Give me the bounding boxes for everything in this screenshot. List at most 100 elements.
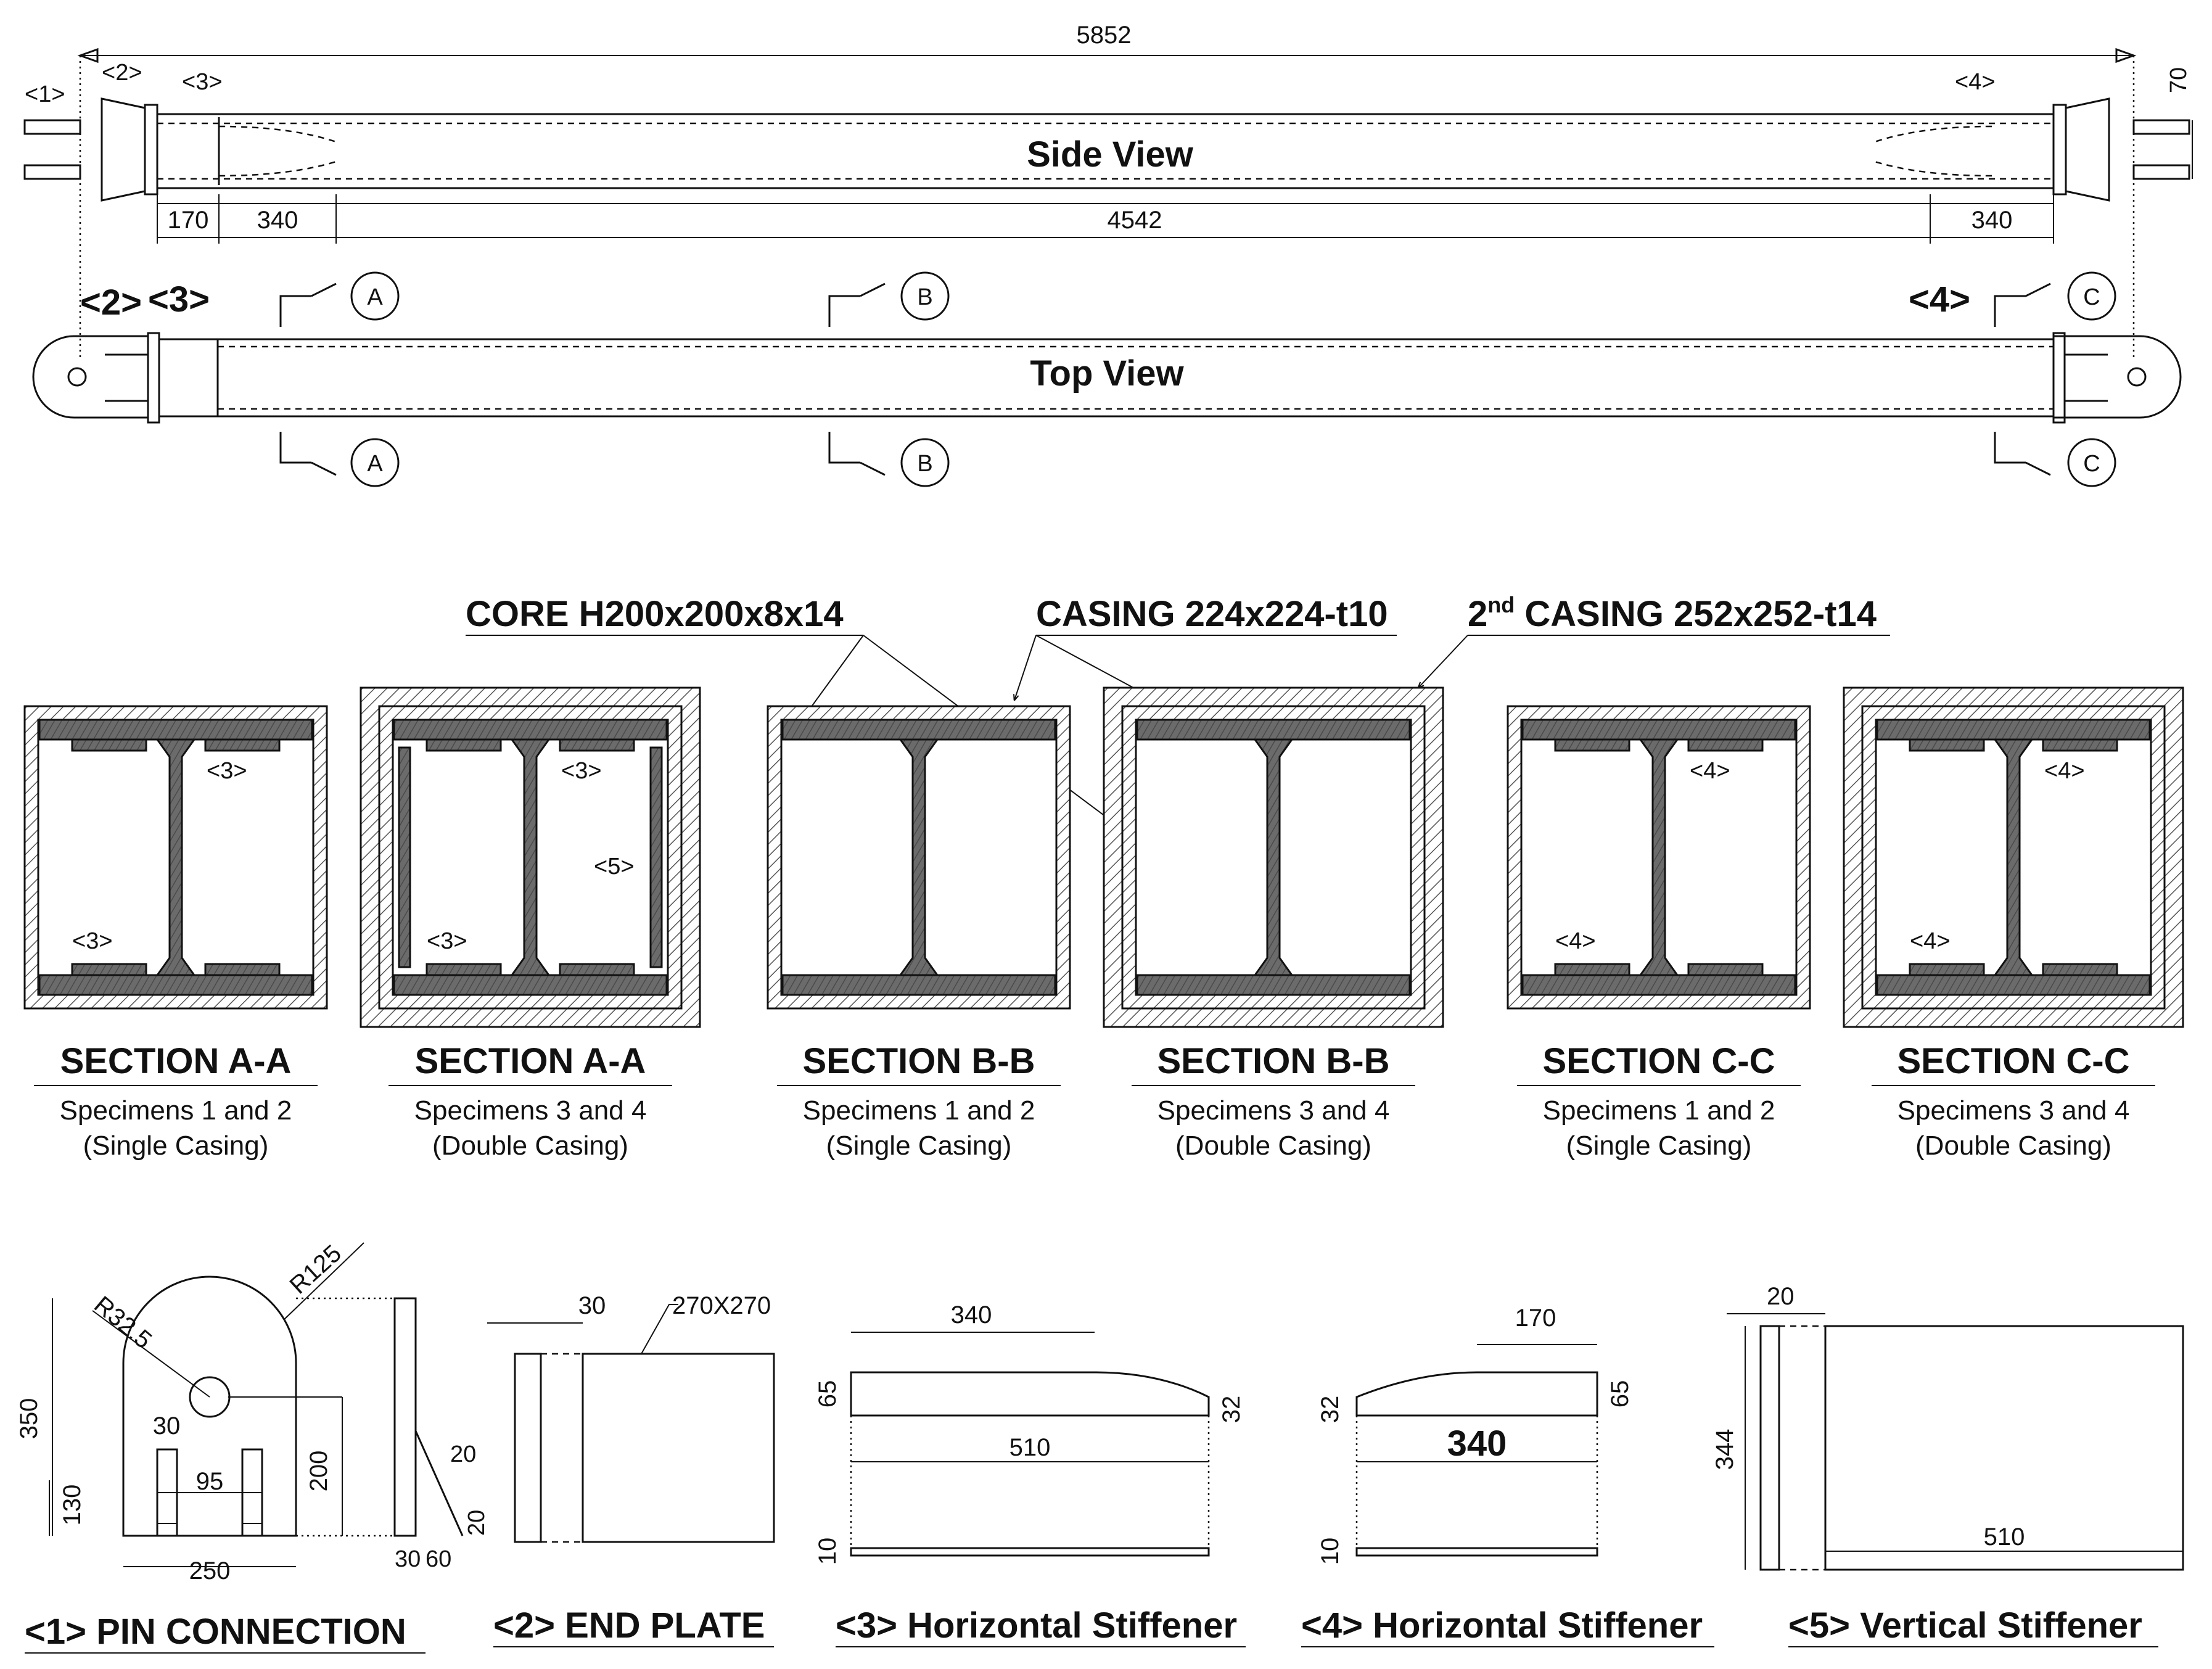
dim-340-left: 340 [257, 207, 298, 234]
end-plate-left [144, 104, 158, 196]
section-vertical-tag: <5> [594, 854, 635, 880]
dim-170: 170 [168, 207, 209, 234]
section-stiffener-tag: <4> [1555, 928, 1596, 954]
dim-4542: 4542 [1108, 207, 1162, 234]
hs3-dim-510: 510 [1009, 1434, 1051, 1461]
hs4-dim-32: 32 [1317, 1396, 1344, 1424]
tag-2-top: <2> [80, 282, 142, 323]
pin-gap-value: 70 [2166, 67, 2192, 93]
casing2-callout: 2nd CASING 252x252-t14 [1468, 592, 1877, 634]
section-specimens: Specimens 1 and 2 [1543, 1095, 1775, 1126]
dim-340-right: 340 [1971, 207, 2013, 234]
casing2-leader [1418, 635, 1468, 688]
section-title: SECTION C-C [1897, 1041, 2130, 1081]
casing-side [156, 113, 2055, 189]
pin-dim-200: 200 [305, 1451, 332, 1492]
section-stiffener-tag: <4> [1690, 758, 1730, 784]
stiffener-curve-left [218, 125, 337, 177]
endplate-size: 270X270 [672, 1292, 771, 1319]
pin-dim-95: 95 [196, 1468, 224, 1495]
dim-arrows [77, 47, 2137, 64]
section-title: SECTION B-B [803, 1041, 1035, 1081]
hs4-dim-170: 170 [1515, 1304, 1556, 1332]
end-plate-right [2052, 104, 2067, 196]
stiffener-curve-right [1874, 125, 1992, 177]
section-specimens: Specimens 3 and 4 [1897, 1095, 2130, 1126]
vs5-caption: <5> Vertical Stiffener [1788, 1605, 2142, 1646]
section-stiffener-tag: <3> [427, 928, 467, 954]
pin-dim-r125: R125 [285, 1240, 347, 1300]
section-casing-type: (Double Casing) [1175, 1131, 1371, 1161]
detail-horizontal-stiffener-4: 170 32 65 340 10 <4> Horizontal Stiffene… [1301, 1304, 1714, 1647]
hs4-caption: <4> Horizontal Stiffener [1301, 1605, 1703, 1646]
section-specimens: Specimens 1 and 2 [60, 1095, 292, 1126]
section-specimens: Specimens 3 and 4 [1157, 1095, 1390, 1126]
pin-caption: <1> PIN CONNECTION [25, 1612, 406, 1652]
top-view: Top View <2> <3> <4> A A B B C [32, 271, 2182, 487]
svg-text:A: A [367, 284, 383, 310]
section-title: SECTION A-A [60, 1041, 292, 1081]
pin-plate-left [32, 335, 148, 419]
endplate-dim-30: 30 [578, 1292, 606, 1319]
core-callout: CORE H200x200x8x14 [466, 594, 844, 634]
pin-dim-30b: 30 [395, 1546, 421, 1572]
tag-4-top: <4> [1909, 279, 1970, 319]
pin-dim-250: 250 [189, 1557, 231, 1585]
section-title: SECTION A-A [415, 1041, 646, 1081]
tag-2-side: <2> [102, 60, 142, 86]
section-marker-b-bottom: B [828, 432, 950, 487]
hs3-dim-10: 10 [814, 1538, 841, 1565]
section-casing-type: (Double Casing) [432, 1131, 628, 1161]
pin-dim-350: 350 [15, 1398, 43, 1440]
pin-rod-top-right [2132, 119, 2190, 135]
section-title: SECTION B-B [1157, 1041, 1390, 1081]
casing-callout: CASING 224x224-t10 [1036, 594, 1388, 634]
section-stiffener-tag: <3> [207, 758, 247, 784]
section-marker-a-bottom: A [279, 432, 400, 487]
section-4: SECTION B-B Specimens 3 and 4 (Double Casi… [1103, 686, 1444, 1161]
pin-rod-top-left [23, 119, 81, 135]
section-specimens: Specimens 1 and 2 [803, 1095, 1035, 1126]
section-title: SECTION C-C [1543, 1041, 1775, 1081]
tag-3-side: <3> [182, 69, 223, 95]
svg-text:A: A [367, 451, 383, 477]
hs3-dim-65: 65 [814, 1380, 841, 1408]
section-stiffener-tag: <4> [1910, 928, 1951, 954]
section-3: SECTION B-B Specimens 1 and 2 (Single Casi… [767, 705, 1071, 1161]
section-casing-type: (Single Casing) [83, 1131, 269, 1161]
detail-pin-connection: 350 130 30 95 200 250 R32.5 R125 20 20 3… [15, 1240, 490, 1654]
pin-rod-bottom-right [2132, 164, 2190, 180]
cross-sections: <3> <3> SECTION A-A Specimens 1 and 2 (Singl… [23, 686, 2184, 1161]
pin-plate-right [2054, 335, 2182, 419]
side-view: 5852 Side View <1> <2> <3> <4> 70 [23, 22, 2193, 358]
hs4-dim-65: 65 [1606, 1380, 1634, 1408]
detail-horizontal-stiffener-3: 340 65 32 510 10 <3> Horizontal Stiffene… [814, 1301, 1246, 1647]
section-marker-c-top: C [1994, 271, 2116, 327]
section-6: <4> <4> SECTION C-C Specimens 3 and 4 (Doubl… [1843, 686, 2184, 1161]
top-view-label: Top View [1030, 353, 1184, 394]
hs4-dim-340: 340 [1447, 1424, 1507, 1464]
casing-leader-1 [1014, 635, 1037, 700]
pin-hole-left [67, 367, 87, 387]
detail-vertical-stiffener-5: 20 344 510 <5> Vertical Stiffener [1711, 1283, 2184, 1647]
section-casing-type: (Double Casing) [1915, 1131, 2111, 1161]
hs3-dim-340: 340 [951, 1301, 992, 1329]
section-stiffener-tag: <3> [561, 758, 602, 784]
section-casing-type: (Single Casing) [826, 1131, 1012, 1161]
pin-dim-30: 30 [153, 1412, 181, 1440]
svg-text:B: B [917, 284, 932, 310]
pin-rod-bottom-left [23, 164, 81, 180]
section-marker-b-top: B [828, 271, 950, 327]
tag-1-side: <1> [25, 81, 65, 107]
end-plate-taper-left [101, 97, 146, 202]
detail-end-plate: 30 270X270 <2> END PLATE [487, 1292, 775, 1647]
vs5-dim-510: 510 [1984, 1523, 2025, 1551]
pin-dim-r325: R32.5 [89, 1291, 157, 1354]
section-stiffener-tag: <4> [2044, 758, 2085, 784]
tag-4-side: <4> [1955, 69, 1996, 95]
hs3-dim-32: 32 [1218, 1396, 1245, 1424]
section-marker-a-top: A [279, 271, 400, 327]
